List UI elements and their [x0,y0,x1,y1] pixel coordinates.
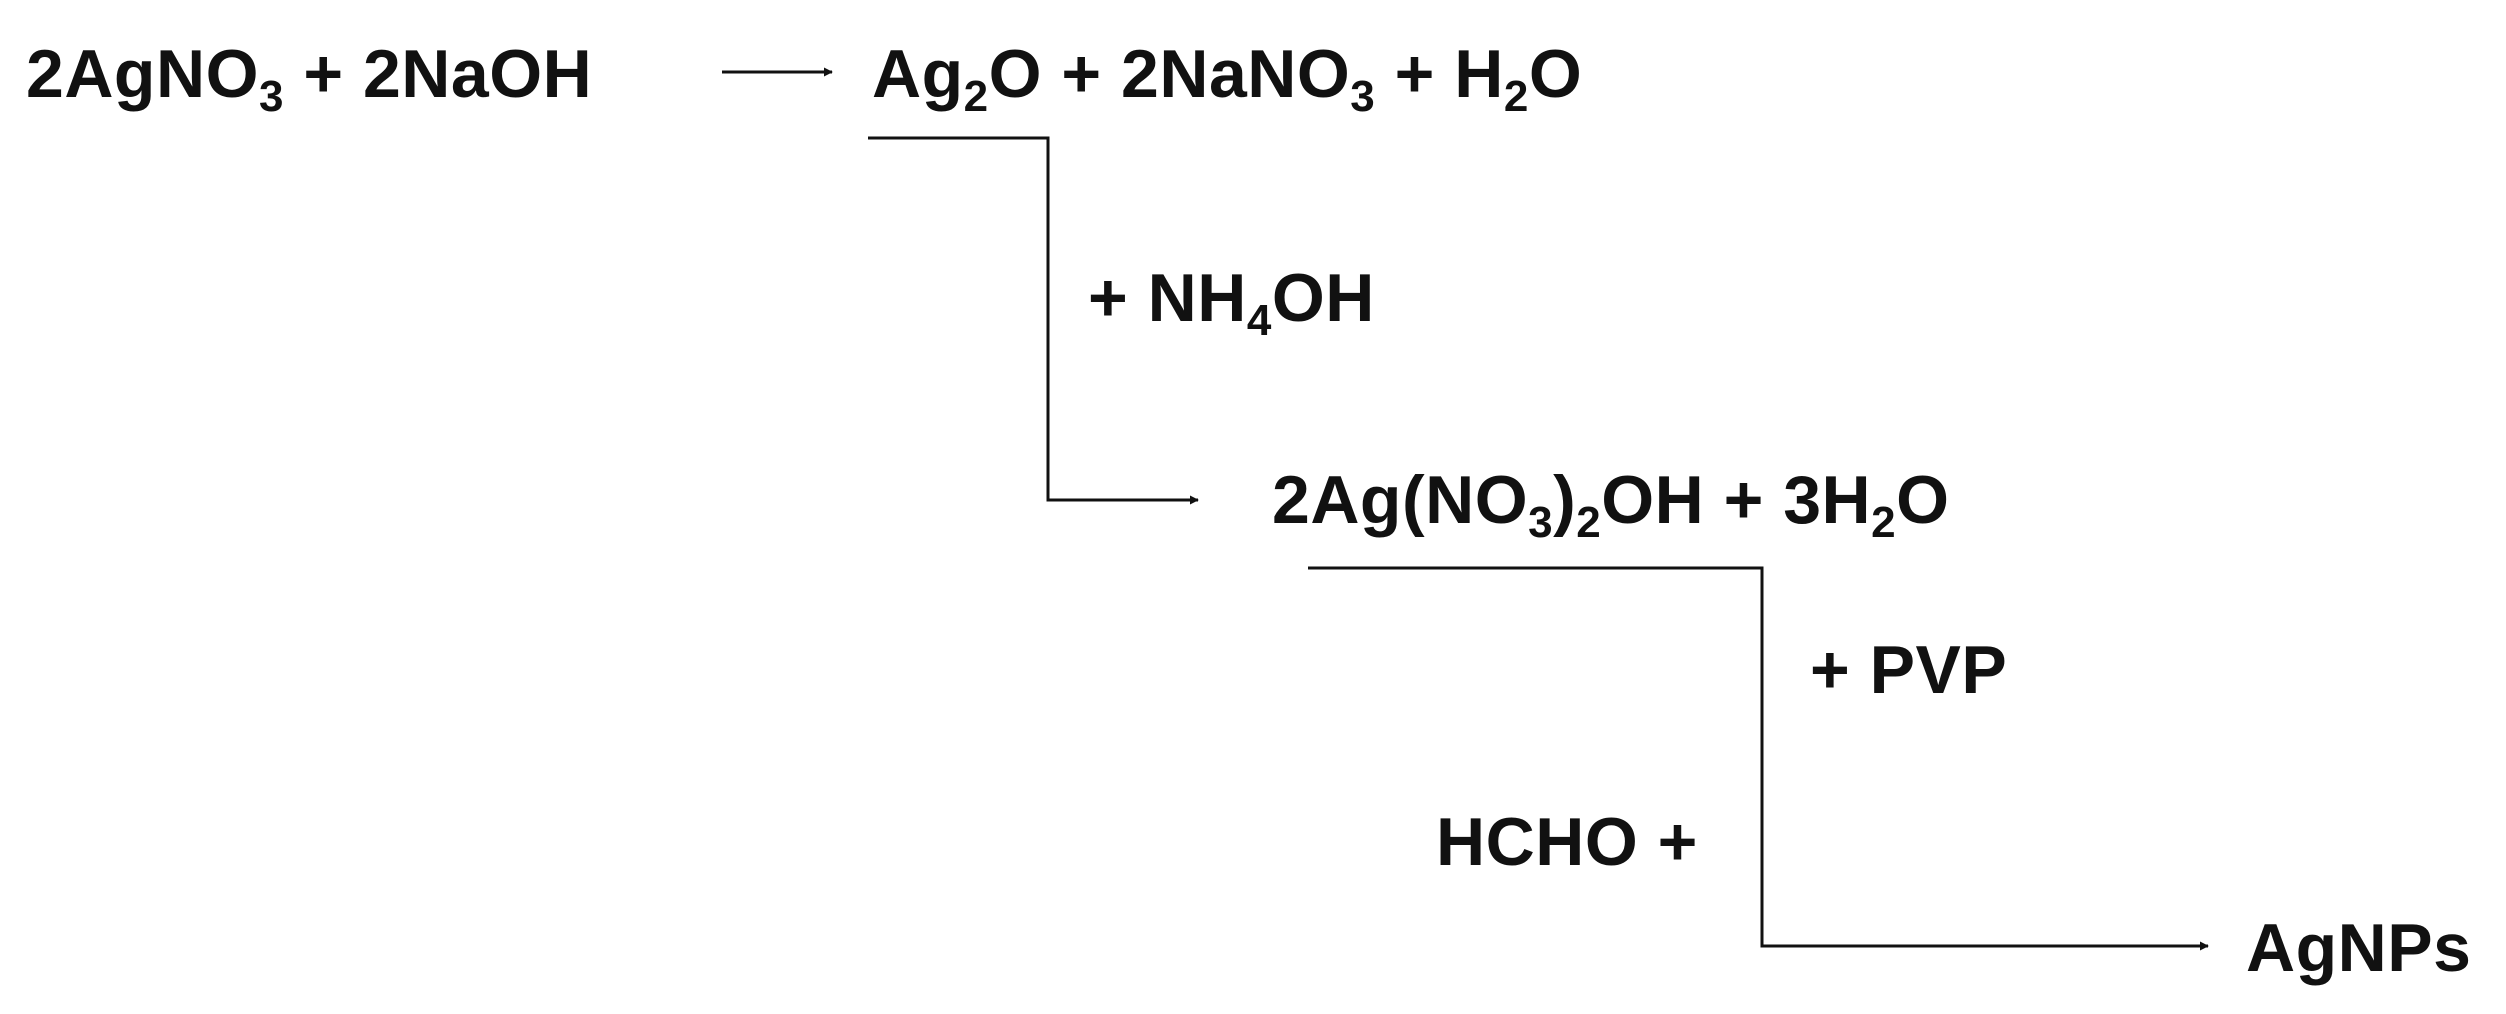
subscript: 3 [1350,72,1376,121]
reagent-text: + NH [1088,260,1247,336]
subscript: 2 [1871,498,1897,547]
reagent-formaldehyde: HCHO + [1436,804,1698,880]
reactants-formula: 2AgNO3 + 2NaOH [26,40,592,119]
step-connector-1 [868,136,1199,505]
subscript: 3 [1528,498,1554,547]
product-text: + H [1375,36,1504,112]
final-product-agnps: AgNPs [2246,910,2472,986]
product-text: 2Ag(NO [1272,462,1529,538]
step2-products-formula: 2Ag(NO3)2OH + 3H2O [1272,466,1950,545]
product-silver-oxide: Ag [872,36,964,112]
subscript: 4 [1246,296,1272,345]
reactant-sodium-hydroxide: + 2NaOH [283,36,593,112]
step1-products-formula: Ag2O + 2NaNO3 + H2O [872,40,1582,119]
subscript: 3 [258,72,284,121]
product-text: O [1528,36,1583,112]
product-text: O [1896,462,1950,538]
step-connector-2 [1308,566,2209,951]
reagent-pvp: + PVP [1810,632,2008,708]
subscript: 2 [1576,498,1602,547]
reactant-silver-nitrate: 2AgNO [26,36,259,112]
subscript: 2 [1503,72,1529,121]
reagent-text: OH [1271,260,1375,336]
reagent-ammonium-hydroxide: + NH4OH [1088,264,1375,343]
product-text: OH + 3H [1601,462,1872,538]
subscript: 2 [963,72,989,121]
product-text: ) [1553,462,1577,538]
product-text: O + 2NaNO [988,36,1351,112]
